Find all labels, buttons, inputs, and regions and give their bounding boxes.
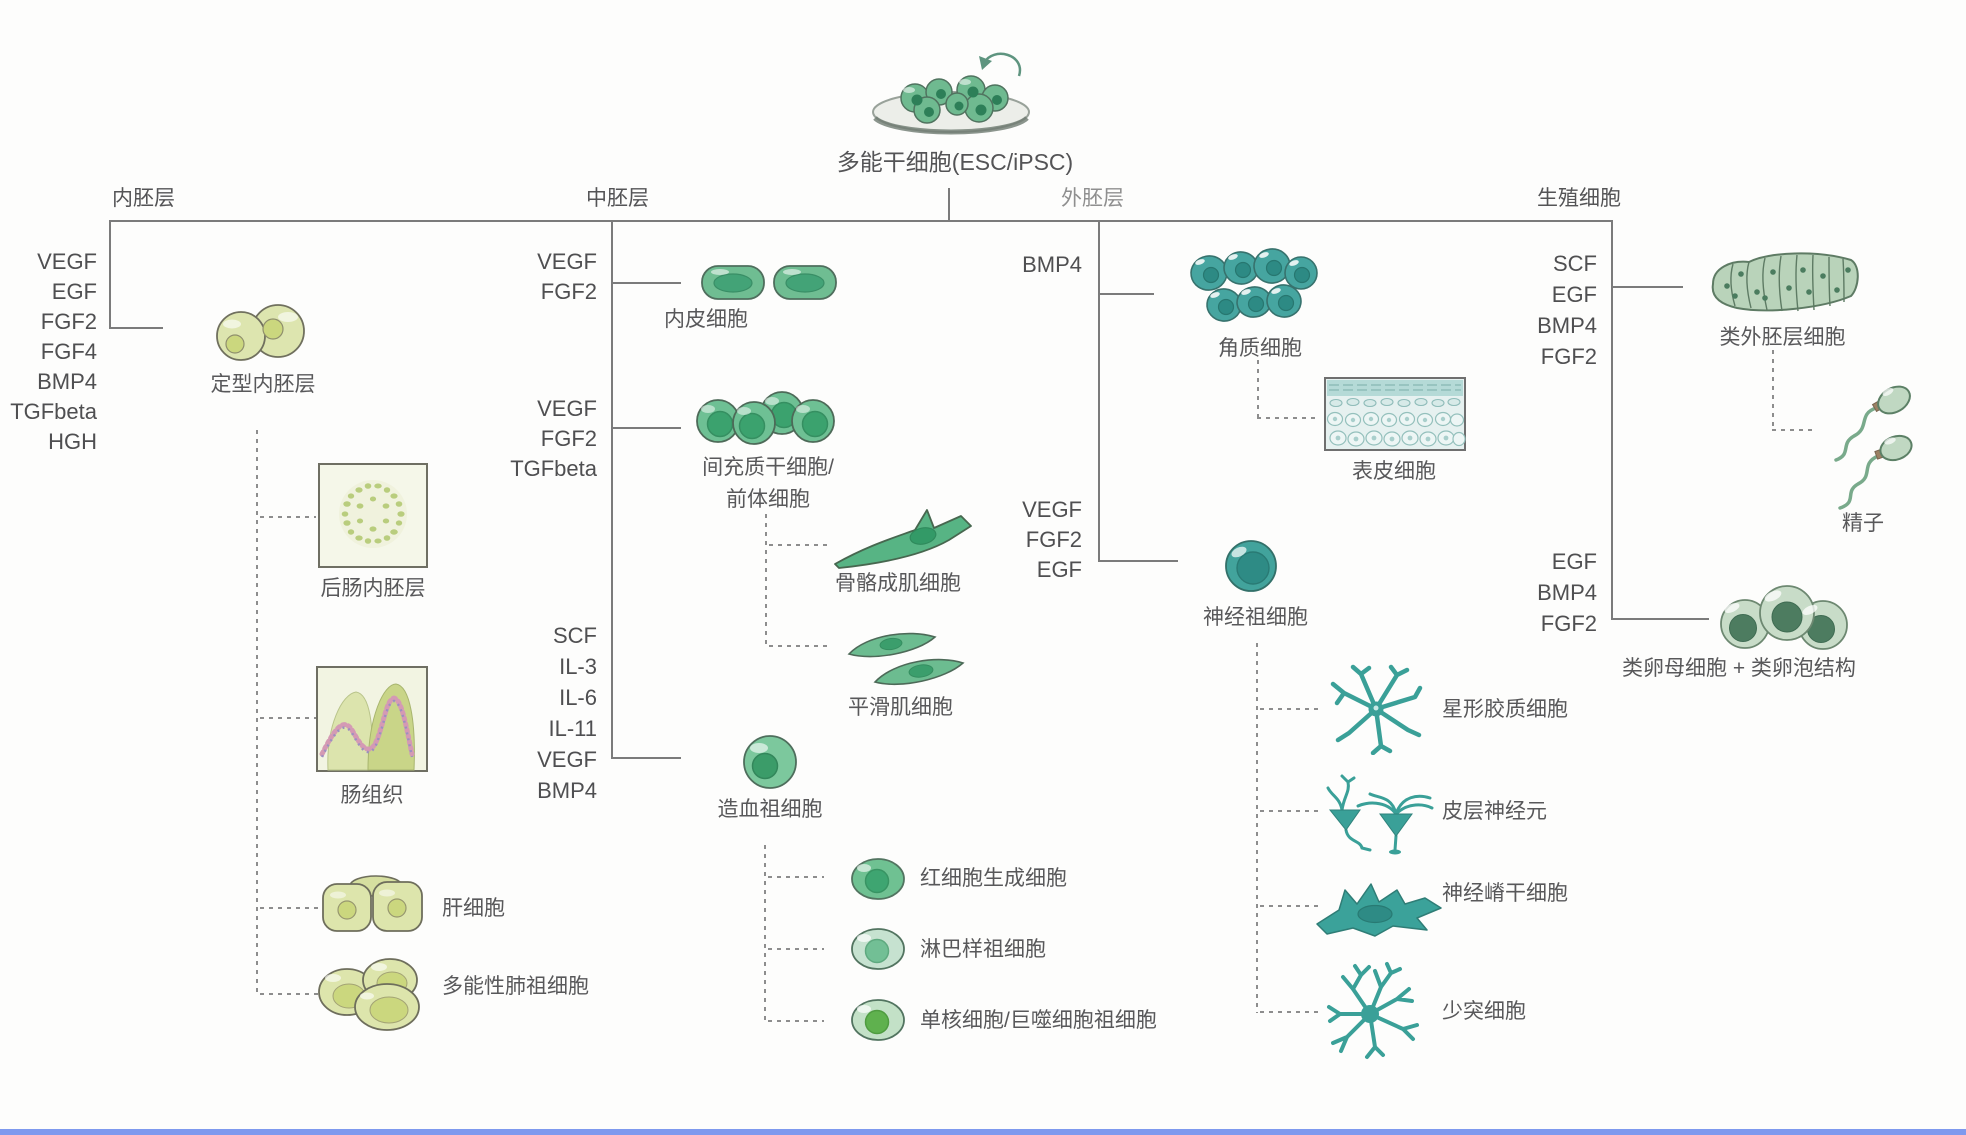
- monocyte-macrophage-label: 单核细胞/巨噬细胞祖细胞: [920, 1009, 1157, 1032]
- sperm-label: 精子: [1842, 512, 1884, 535]
- neural-crest-icon: [1316, 883, 1442, 937]
- cortical-neurons-icon: [1326, 774, 1434, 855]
- monocyte-connector: [768, 1020, 824, 1022]
- mesenchymal-branch-line: [611, 427, 681, 429]
- oligodendrocyte-connector: [1260, 1011, 1318, 1013]
- hematopoietic-branch-line: [611, 757, 681, 759]
- ectodermal-like-branch-line: [1611, 286, 1683, 288]
- oocyte-like-label: 类卵母细胞 + 类卵泡结构: [1622, 657, 1856, 680]
- ectoderm-trunk-line: [1098, 220, 1100, 562]
- cortical-neuron-connector: [1260, 810, 1318, 812]
- sperm-connector-h: [1772, 429, 1816, 431]
- neural-crest-connector: [1260, 905, 1318, 907]
- erythroid-cell-icon: [851, 858, 905, 900]
- hindgut-connector: [260, 516, 316, 518]
- cortical-neuron-label: 皮层神经元: [1442, 800, 1547, 823]
- keratinocytes-label: 角质细胞: [1218, 337, 1302, 360]
- erythroid-connector: [768, 876, 824, 878]
- gut-connector: [260, 717, 316, 719]
- oocyte-factors: EGF BMP4 FGF2: [1537, 549, 1597, 636]
- header-germline: 生殖细胞: [1537, 187, 1621, 210]
- neural-crest-label: 神经嵴干细胞: [1442, 882, 1568, 905]
- definitive-endoderm-label: 定型内胚层: [210, 373, 316, 396]
- astrocyte-connector: [1260, 708, 1318, 710]
- lymphoid-connector: [768, 948, 824, 950]
- astrocyte-label: 星形胶质细胞: [1442, 698, 1568, 721]
- endoderm-derivatives-line: [256, 430, 258, 995]
- sperm-icon: [1834, 385, 1913, 510]
- mesenchymal-label: 间充质干细胞/ 前体细胞: [702, 456, 834, 511]
- epidermis-connector-h: [1257, 417, 1319, 419]
- myoblast-connector: [769, 544, 827, 546]
- ectodermal-like-label: 类外胚层细胞: [1719, 326, 1846, 349]
- liver-connector: [260, 907, 318, 909]
- header-endoderm: 内胚层: [112, 187, 175, 210]
- lung-connector: [260, 993, 318, 995]
- endothelial-cells-icon: [701, 265, 837, 300]
- germline-trunk-line: [1611, 220, 1613, 620]
- oligodendrocyte-label: 少突细胞: [1442, 1000, 1526, 1023]
- keratinocyte-branch-line: [1098, 293, 1154, 295]
- endoderm-trunk-line: [109, 220, 111, 329]
- bottom-window-edge: [0, 1129, 1966, 1135]
- ectodermal-like-factors: SCF EGF BMP4 FGF2: [1537, 251, 1597, 369]
- neural-branch-line: [1098, 560, 1178, 562]
- endoderm-factors: VEGF EGF FGF2 FGF4 BMP4 TGFbeta HGH: [10, 249, 97, 454]
- lung-progenitor-icon: [318, 958, 420, 1031]
- hindgut-endoderm-icon: [318, 463, 428, 568]
- hepatocytes-label: 肝细胞: [442, 897, 505, 920]
- lymphoid-cell-icon: [851, 928, 905, 970]
- endothelial-factors: VEGF FGF2: [537, 249, 597, 304]
- astrocyte-icon: [1330, 664, 1423, 755]
- epidermis-connector-v: [1257, 360, 1259, 418]
- hematopoietic-derivatives-line: [764, 845, 766, 1022]
- mesenchymal-factors: VEGF FGF2 TGFbeta: [510, 396, 597, 481]
- header-ectoderm: 外胚层: [1061, 187, 1124, 210]
- stem-trunk-line: [948, 188, 950, 222]
- neural-derivatives-line: [1256, 643, 1258, 1013]
- gut-tissue-label: 肠组织: [340, 784, 404, 807]
- header-mesoderm: 中胚层: [586, 187, 649, 210]
- keratinocyte-factors: BMP4: [1022, 252, 1082, 277]
- epidermal-cells-label: 表皮细胞: [1352, 460, 1436, 483]
- hepatocytes-icon: [322, 875, 423, 932]
- skeletal-myoblast-icon: [834, 509, 972, 569]
- neural-progenitor-label: 神经祖细胞: [1203, 606, 1308, 629]
- definitive-endoderm-cells-icon: [216, 304, 305, 361]
- gut-tissue-icon: [316, 666, 428, 772]
- hematopoietic-progenitor-icon: [743, 735, 797, 789]
- hindgut-endoderm-label: 后肠内胚层: [320, 577, 426, 600]
- main-branch-line: [110, 220, 1613, 222]
- lymphoid-label: 淋巴样祖细胞: [920, 938, 1046, 961]
- keratinocytes-icon: [1190, 248, 1318, 322]
- smooth-muscle-label: 平滑肌细胞: [848, 696, 953, 719]
- endothelial-label: 内皮细胞: [664, 308, 748, 331]
- skeletal-myoblast-label: 骨骼成肌细胞: [835, 572, 961, 595]
- mesoderm-trunk-line: [611, 220, 613, 759]
- oligodendrocyte-icon: [1327, 962, 1419, 1059]
- smooth-muscle-connector: [769, 645, 827, 647]
- smooth-muscle-icon: [847, 632, 965, 686]
- endoderm-branch-line: [109, 327, 163, 329]
- hematopoietic-factors: SCF IL-3 IL-6 IL-11 VEGF BMP4: [537, 623, 597, 803]
- sperm-connector-v: [1772, 350, 1774, 430]
- epidermal-cells-icon: [1324, 377, 1466, 451]
- stem-cell-title: 多能干细胞(ESC/iPSC): [836, 149, 1074, 175]
- oocyte-branch-line: [1611, 618, 1709, 620]
- mesenchymal-derivatives-line: [765, 514, 767, 647]
- petri-dish-icon: [872, 52, 1030, 135]
- erythroid-label: 红细胞生成细胞: [920, 867, 1067, 890]
- monocyte-macrophage-icon: [851, 999, 905, 1041]
- neural-factors: VEGF FGF2 EGF: [1022, 497, 1082, 582]
- hematopoietic-label: 造血祖细胞: [717, 798, 823, 821]
- oocyte-like-cells-icon: [1720, 585, 1848, 650]
- endothelial-branch-line: [611, 282, 681, 284]
- lung-progenitor-label: 多能性肺祖细胞: [442, 975, 589, 998]
- mesenchymal-stem-cells-icon: [696, 391, 835, 445]
- ectodermal-like-cells-icon: [1711, 252, 1859, 312]
- neural-progenitor-icon: [1225, 540, 1277, 592]
